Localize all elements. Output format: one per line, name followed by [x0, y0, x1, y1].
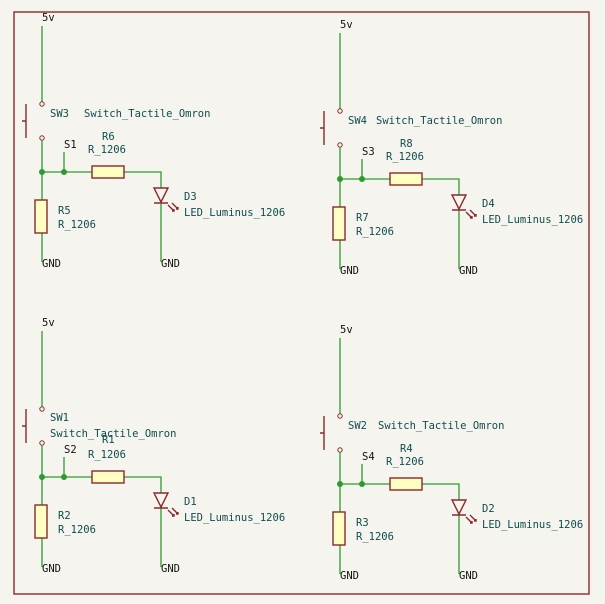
pulldown-resistor[interactable]	[332, 206, 346, 241]
pulldown-resistor-ref: R7	[356, 212, 369, 224]
ground-label-left: GND	[42, 563, 61, 575]
series-resistor-value: R_1206	[386, 151, 424, 163]
pulldown-resistor[interactable]	[34, 199, 48, 234]
pulldown-resistor-value: R_1206	[58, 524, 96, 536]
ground-label-left: GND	[340, 265, 359, 277]
series-resistor[interactable]	[91, 470, 125, 484]
pulldown-resistor-value: R_1206	[356, 531, 394, 543]
led-value: LED_Luminus_1206	[184, 207, 285, 219]
pulldown-resistor-ref: R2	[58, 510, 71, 522]
switch-ref: SW1	[50, 412, 69, 424]
series-resistor-value: R_1206	[88, 449, 126, 461]
switch-value: Switch_Tactile_Omron	[84, 108, 210, 120]
sheet-border	[13, 11, 590, 595]
series-resistor-value: R_1206	[386, 456, 424, 468]
switch-value: Switch_Tactile_Omron	[376, 115, 502, 127]
ground-label-right: GND	[161, 563, 180, 575]
switch-ref: SW2	[348, 420, 367, 432]
switch-value: Switch_Tactile_Omron	[50, 428, 176, 440]
series-resistor[interactable]	[389, 172, 423, 186]
circuit-sw4: 5v SW4 Switch_Tactile_Omron S3 R8 R_1206…	[320, 19, 583, 277]
led-symbol[interactable]	[450, 499, 477, 524]
net-label: S4	[362, 451, 375, 463]
pulldown-resistor[interactable]	[34, 504, 48, 539]
power-label: 5v	[340, 324, 353, 336]
ground-label-left: GND	[340, 570, 359, 582]
ground-label-right: GND	[161, 258, 180, 270]
led-ref: D2	[482, 503, 495, 515]
led-symbol[interactable]	[450, 194, 477, 219]
net-label: S2	[64, 444, 77, 456]
led-ref: D3	[184, 191, 197, 203]
ground-label-right: GND	[459, 570, 478, 582]
power-label: 5v	[340, 19, 353, 31]
series-resistor-value: R_1206	[88, 144, 126, 156]
series-resistor-ref: R4	[400, 443, 413, 455]
led-value: LED_Luminus_1206	[482, 214, 583, 226]
pulldown-resistor[interactable]	[332, 511, 346, 546]
switch-value: Switch_Tactile_Omron	[378, 420, 504, 432]
circuit-sw3: 5v SW3 Switch_Tactile_Omron S1 R6 R_1206…	[22, 12, 285, 270]
power-label: 5v	[42, 317, 55, 329]
led-ref: D4	[482, 198, 495, 210]
switch-symbol[interactable]	[320, 338, 343, 453]
led-symbol[interactable]	[152, 492, 179, 517]
circuit-sw2: 5v SW2 Switch_Tactile_Omron S4 R4 R_1206…	[320, 324, 583, 582]
led-symbol[interactable]	[152, 187, 179, 212]
switch-symbol[interactable]	[22, 26, 45, 141]
series-resistor[interactable]	[91, 165, 125, 179]
series-resistor[interactable]	[389, 477, 423, 491]
switch-ref: SW4	[348, 115, 367, 127]
net-label: S3	[362, 146, 375, 158]
led-value: LED_Luminus_1206	[482, 519, 583, 531]
led-ref: D1	[184, 496, 197, 508]
series-resistor-ref: R6	[102, 131, 115, 143]
series-resistor-ref: R8	[400, 138, 413, 150]
power-label: 5v	[42, 12, 55, 24]
series-resistor-ref: R1	[102, 434, 115, 446]
circuit-sw1: 5v SW1 Switch_Tactile_Omron S2 R1 R_1206…	[22, 317, 285, 575]
pulldown-resistor-ref: R5	[58, 205, 71, 217]
switch-symbol[interactable]	[320, 33, 343, 148]
net-label: S1	[64, 139, 77, 151]
pulldown-resistor-value: R_1206	[356, 226, 394, 238]
pulldown-resistor-value: R_1206	[58, 219, 96, 231]
switch-symbol[interactable]	[22, 331, 45, 446]
ground-label-left: GND	[42, 258, 61, 270]
ground-label-right: GND	[459, 265, 478, 277]
switch-ref: SW3	[50, 108, 69, 120]
pulldown-resistor-ref: R3	[356, 517, 369, 529]
led-value: LED_Luminus_1206	[184, 512, 285, 524]
